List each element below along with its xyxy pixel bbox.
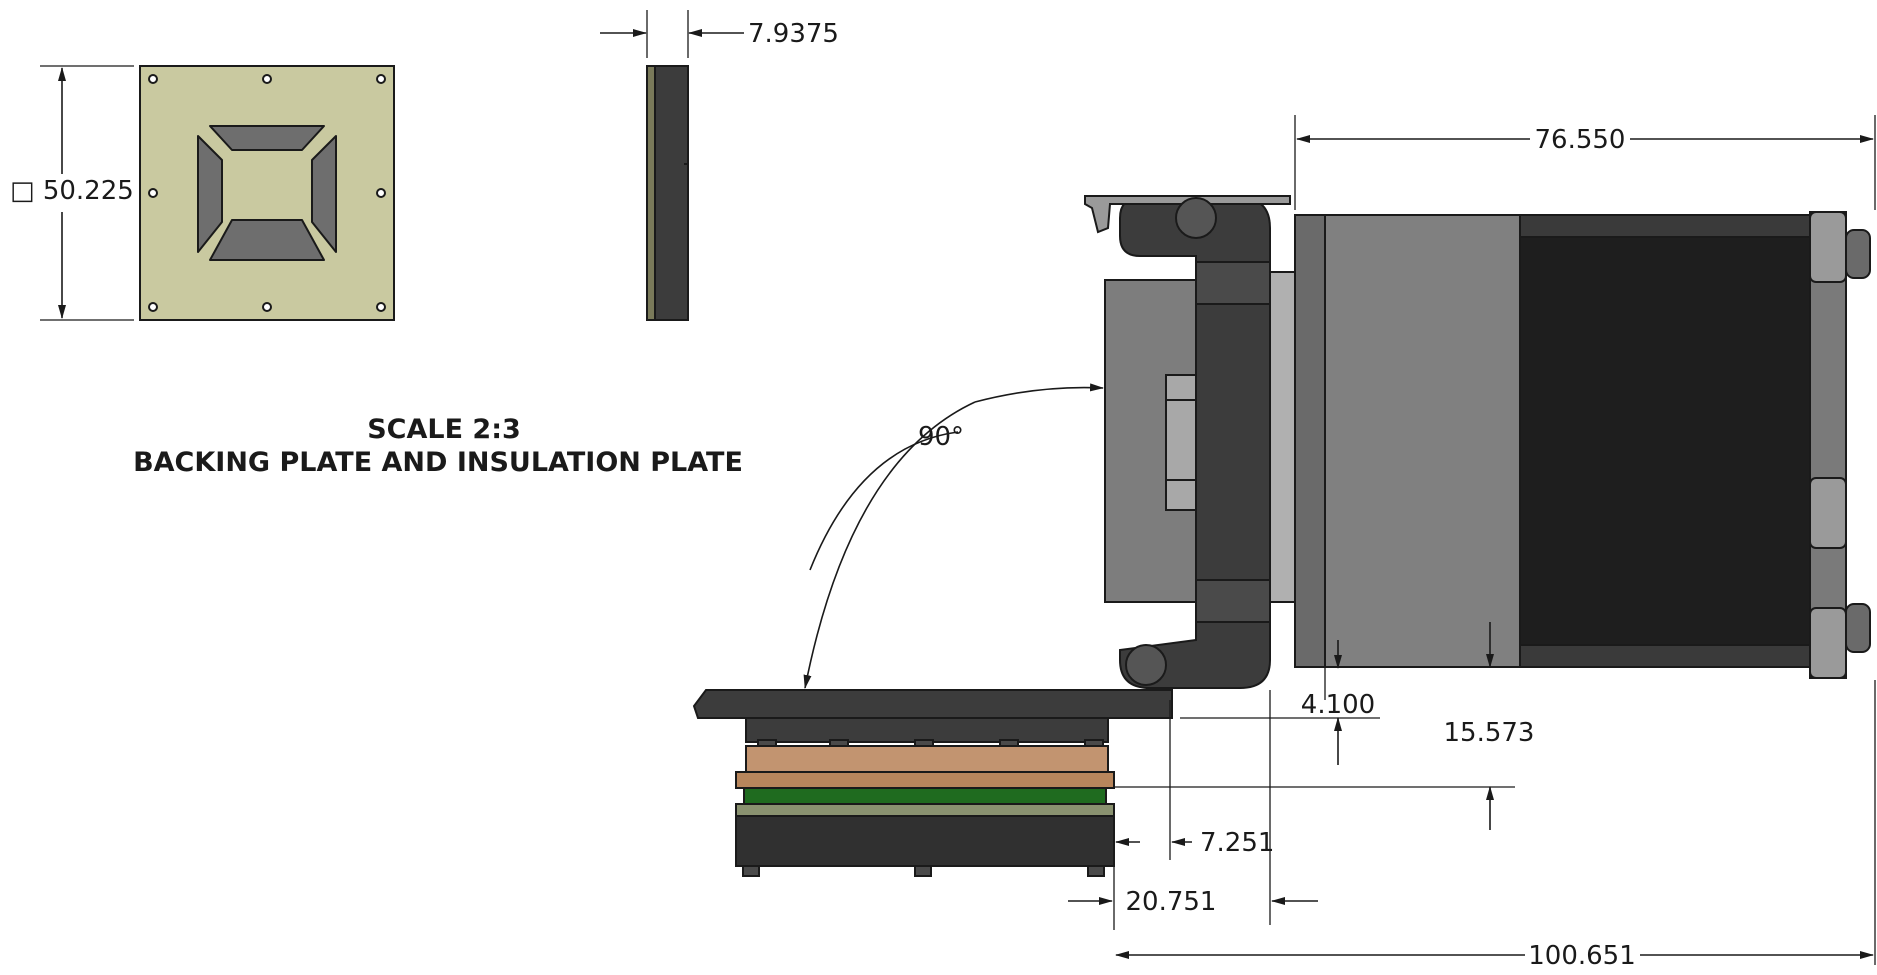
pocket-left: [197, 135, 223, 253]
pocket-top: [209, 125, 325, 151]
pocket-bottom: [209, 219, 325, 261]
bracket-band: [1195, 261, 1271, 305]
dimension-motor-length-label: 76.550: [1535, 125, 1626, 155]
mounting-hole: [262, 74, 272, 84]
bracket-band: [1195, 579, 1271, 623]
end-cap-clamp: [1809, 477, 1847, 549]
dimension-overall-length-label: 100.651: [1528, 941, 1636, 971]
motor-flange: [1294, 214, 1326, 668]
mounting-hole: [148, 302, 158, 312]
dimension-hinge-angle: 90°: [803, 383, 1104, 689]
foot: [914, 865, 932, 877]
dimension-plate-square-label: □ 50.225: [10, 176, 134, 206]
dimension-motor-length: 76.550: [1294, 115, 1876, 210]
dimension-offset-small: 4.100: [1180, 640, 1380, 765]
backing-plate-front-view: [139, 65, 395, 321]
view-name: BACKING PLATE AND INSULATION PLATE: [133, 447, 743, 478]
mounting-holes: [148, 74, 386, 312]
dimension-hinge-angle-label: 90°: [918, 422, 964, 452]
mounting-hole: [148, 188, 158, 198]
view-scale: SCALE 2:3: [367, 414, 521, 445]
mounting-hole: [376, 74, 386, 84]
motor-can: [1519, 214, 1811, 668]
backing-plate: [139, 65, 395, 321]
end-cap-clamp: [1809, 607, 1847, 679]
end-cap-screw: [1845, 603, 1871, 653]
motor-coupling: [1269, 271, 1297, 603]
hinge-pin-bottom: [1125, 644, 1167, 686]
dimension-overall-length: 100.651: [1115, 680, 1876, 971]
motor-can-top-rim: [1519, 214, 1811, 238]
dimension-offset-hinge: 20.751: [1068, 690, 1318, 925]
motor-mount-tab: [1165, 374, 1197, 511]
motor-body: [1324, 214, 1521, 668]
copper-block: [745, 745, 1109, 773]
pocket-right: [311, 135, 337, 253]
hinged-lid-plate: [692, 689, 1173, 719]
dimension-plate-thickness-label: 7.9375: [748, 19, 839, 49]
foot: [1087, 865, 1105, 877]
plate-side-backing: [654, 65, 689, 321]
dimension-plate-thickness: 7.9375: [600, 10, 839, 58]
insulation-layer: [735, 803, 1115, 817]
end-cap-screw: [1845, 229, 1871, 279]
dimension-plate-square: □ 50.225: [10, 65, 134, 321]
end-cap-clamp: [1809, 211, 1847, 283]
mounting-hole: [148, 74, 158, 84]
dimension-offset-small-label: 4.100: [1301, 690, 1375, 720]
pcb-layer: [743, 787, 1107, 805]
dimension-offset-vertical-label: 15.573: [1444, 718, 1535, 748]
view-title: SCALE 2:3 BACKING PLATE AND INSULATION P…: [133, 414, 743, 478]
foot: [742, 865, 760, 877]
mounting-hole: [376, 302, 386, 312]
mounting-hole: [262, 302, 272, 312]
backing-plate-side-view: [646, 65, 689, 321]
hinge-bracket: [1119, 197, 1271, 689]
dimension-offset-hinge-label: 20.751: [1126, 887, 1217, 917]
hinged-assembly: [692, 195, 1871, 877]
feet: [742, 865, 1105, 877]
plate-pockets: [197, 125, 337, 261]
dimension-offset-vertical: 15.573: [1114, 622, 1534, 830]
mounting-hole: [376, 188, 386, 198]
dimension-offset-side: 7.251: [1113, 700, 1274, 930]
lid-standoff-block: [745, 717, 1109, 743]
dimension-offset-side-label: 7.251: [1200, 828, 1274, 858]
hinge-pin-top: [1175, 197, 1217, 239]
motor-can-bottom-rim: [1519, 644, 1811, 668]
base-block: [735, 815, 1115, 867]
copper-heatsink: [735, 771, 1115, 789]
